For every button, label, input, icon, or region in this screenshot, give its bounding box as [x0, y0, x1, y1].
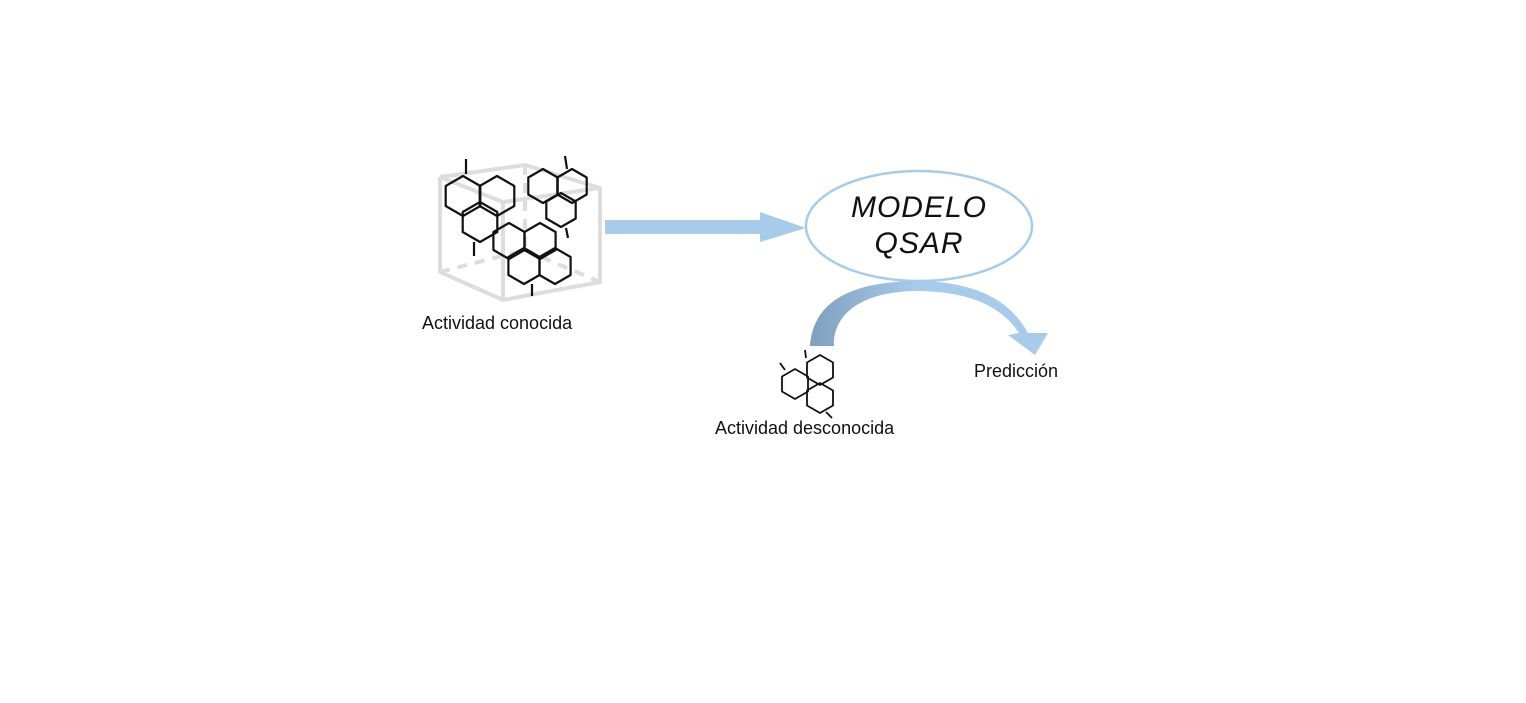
- bond-line: [779, 362, 786, 371]
- hexagon-ring: [507, 246, 541, 286]
- model-ellipse: [804, 169, 1034, 283]
- hexagon-ring: [538, 246, 572, 286]
- dataset-cube: [438, 163, 602, 302]
- bond-line: [564, 227, 570, 239]
- unknown-activity-label: Actividad desconocida: [715, 418, 895, 438]
- hexagon-ring: [545, 191, 577, 229]
- bond-line: [563, 155, 569, 170]
- bond-line: [825, 411, 833, 419]
- hexagon-ring: [556, 167, 588, 205]
- arrow-to-model: [605, 212, 806, 242]
- hexagon-ring: [806, 382, 834, 414]
- known-molecules: [444, 155, 588, 296]
- hexagon-ring: [523, 221, 557, 261]
- hexagon-ring: [461, 200, 499, 244]
- prediction-curve-arrow: [810, 281, 1048, 355]
- hexagon-ring: [781, 368, 809, 400]
- known-activity-label: Actividad conocida: [422, 313, 573, 333]
- model-title: MODELO QSAR: [819, 190, 1019, 262]
- hexagon-ring: [444, 174, 482, 218]
- bond-line: [804, 349, 807, 359]
- hexagon-ring: [492, 221, 526, 261]
- unknown-molecule: [779, 349, 834, 419]
- hexagon-ring: [806, 354, 834, 386]
- model-title-line2: QSAR: [874, 227, 964, 260]
- prediction-label: Predicción: [974, 361, 1059, 381]
- model-title-line1: MODELO: [850, 191, 988, 224]
